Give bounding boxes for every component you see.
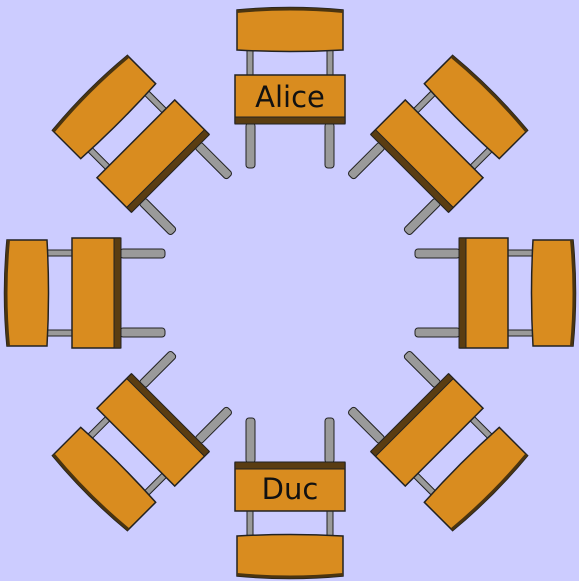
chair-seat-front-edge (234, 461, 346, 470)
chair-bottom-right (348, 351, 529, 532)
chair-seat-front-edge (113, 237, 122, 349)
chair-backrest-edge (450, 55, 528, 133)
chair-bottom-left (51, 351, 232, 532)
chair-backrest-edge (237, 573, 343, 579)
chair-backrest-edge (237, 7, 343, 13)
chair-backrest (236, 533, 344, 580)
chair-top-left (51, 54, 232, 235)
chair-seat-front-edge (369, 372, 455, 458)
chair-seat-front-edge (369, 128, 455, 214)
chair-leg (119, 248, 166, 259)
chair-label: Duc (262, 472, 319, 506)
chair-seat-front-edge (125, 372, 211, 458)
chair-leg (324, 122, 335, 169)
chair-leg (414, 327, 461, 338)
chair-seat (459, 237, 509, 349)
chair-leg (245, 122, 256, 169)
chair-seat-front-edge (125, 128, 211, 214)
chair-leg (324, 417, 335, 464)
chair-label: Alice (255, 80, 325, 114)
chair-leg (414, 248, 461, 259)
chair-seat-front-edge (234, 116, 346, 125)
chair-left (3, 237, 166, 349)
chair-seat (234, 462, 346, 512)
chair-leg (245, 417, 256, 464)
chair-backrest (236, 6, 344, 53)
chair-right (414, 237, 577, 349)
chair-seat-front-edge (458, 237, 467, 349)
chair-backrest-edge (4, 240, 10, 346)
chair-seat (71, 237, 121, 349)
chair-backrest-edge (570, 240, 576, 346)
chair-leg (119, 327, 166, 338)
chair-backrest-edge (52, 453, 130, 531)
chair-backrest (530, 239, 577, 347)
chair-top (234, 6, 346, 169)
chair-backrest (3, 239, 50, 347)
chair-backrest-edge (450, 453, 528, 531)
chair-bottom (234, 417, 346, 580)
chair-top-right (348, 54, 529, 235)
chair-backrest-edge (52, 55, 130, 133)
